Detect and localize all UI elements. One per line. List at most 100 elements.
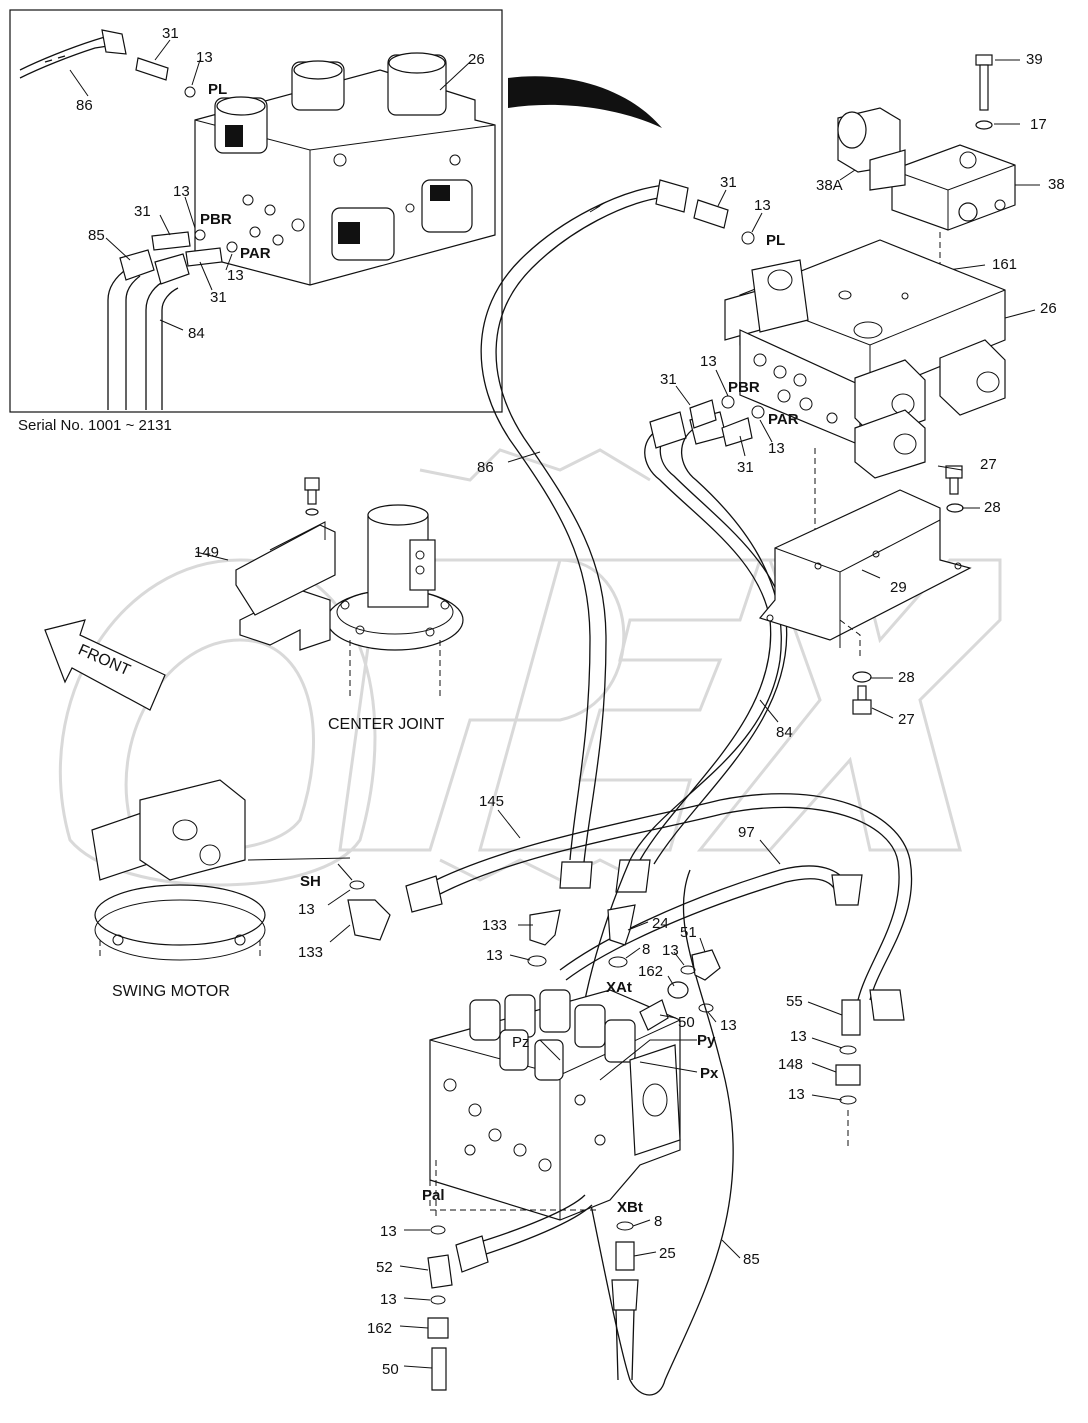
hose-85-bottom-end [611, 1279, 639, 1381]
callout-13-133: 13 [486, 947, 503, 964]
callout-25: 25 [659, 1245, 676, 1262]
callout-85: 85 [743, 1251, 760, 1268]
hose-97 [559, 865, 863, 981]
bracket-29 [758, 489, 972, 660]
inset-port-pbr: PBR [200, 211, 232, 228]
oring-13-py [698, 1003, 714, 1013]
callout-27-bottom: 27 [898, 711, 915, 728]
inset-callout-31b: 31 [134, 203, 151, 220]
fitting-50-bottom [431, 1347, 447, 1391]
callout-8-xbt: 8 [654, 1213, 662, 1230]
elbow-24 [607, 904, 636, 946]
oring-13-52 [430, 1295, 446, 1305]
callout-38: 38 [1048, 176, 1065, 193]
bolt-27-bottom [852, 685, 872, 715]
hose-86 [480, 179, 689, 889]
callout-26: 26 [1040, 300, 1057, 317]
oring-13-pl [741, 231, 755, 245]
callout-51: 51 [680, 924, 697, 941]
inset-frame [9, 9, 503, 413]
center-joint-label: CENTER JOINT [328, 716, 445, 733]
inset-leaders [69, 39, 471, 331]
main-control-valve [429, 989, 681, 1221]
port-pal: Pal [422, 1187, 445, 1204]
callout-13-52: 13 [380, 1291, 397, 1308]
callout-13-py: 13 [720, 1017, 737, 1034]
plate-149 [195, 477, 336, 616]
plug-148 [835, 1064, 861, 1086]
bolt-27-top [945, 465, 963, 495]
callout-24: 24 [652, 915, 669, 932]
oring-13-133 [527, 955, 547, 967]
callout-133-sh: 133 [298, 944, 323, 961]
callout-13-par: 13 [768, 440, 785, 457]
center-joint [239, 504, 464, 700]
bolt-39 [975, 54, 1020, 111]
inset-callout-13c: 13 [227, 267, 244, 284]
inset-serial-note: Serial No. 1001 ~ 2131 [18, 417, 172, 434]
fitting-50-top [639, 999, 669, 1031]
oring-13-148 [839, 1095, 857, 1105]
inset-callout-86: 86 [76, 97, 93, 114]
washer-17 [975, 120, 993, 130]
hose-145 [405, 793, 913, 1021]
callout-13-55: 13 [790, 1028, 807, 1045]
nut-162-top [667, 981, 689, 999]
callout-50-top: 50 [678, 1014, 695, 1031]
callout-28-top: 28 [984, 499, 1001, 516]
fitting-31-par [721, 417, 753, 447]
oring-13-pbr [721, 395, 735, 409]
port-xbt: XBt [617, 1199, 643, 1216]
washer-28-bottom [852, 671, 872, 683]
inset-callout-13a: 13 [196, 49, 213, 66]
fitting-25 [615, 1241, 635, 1271]
fitting-52 [427, 1254, 453, 1289]
nut-162-bottom [427, 1317, 449, 1339]
inset-callout-85: 85 [88, 227, 105, 244]
oring-13-par [751, 405, 765, 419]
callout-13-sh: 13 [298, 901, 315, 918]
callout-162-top: 162 [638, 963, 663, 980]
callout-31-pbr: 31 [660, 371, 677, 388]
port-py: Py [697, 1032, 716, 1049]
callout-27-top: 27 [980, 456, 997, 473]
port-sh: SH [300, 873, 321, 890]
hose-84 [615, 411, 788, 893]
oring-13-51 [680, 965, 696, 975]
callout-161: 161 [992, 256, 1017, 273]
inset-oring-13a [184, 86, 196, 98]
oring-8-xat [608, 956, 628, 968]
inset-callout-26: 26 [468, 51, 485, 68]
callout-133-top: 133 [482, 917, 507, 934]
elbow-133-top [529, 909, 561, 946]
port-pz: Pz [512, 1034, 530, 1051]
inset-fitting-31a [135, 57, 169, 81]
solenoid-valve-38 [837, 107, 1040, 231]
callout-149: 149 [194, 544, 219, 561]
callout-39: 39 [1026, 51, 1043, 68]
callout-29: 29 [890, 579, 907, 596]
callout-50-bottom: 50 [382, 1361, 399, 1378]
inset-port-par: PAR [240, 245, 271, 262]
callout-38a: 38A [816, 177, 843, 194]
port-xat: XAt [606, 979, 632, 996]
callout-13-pl: 13 [754, 197, 771, 214]
callout-13-148: 13 [788, 1086, 805, 1103]
callout-17: 17 [1030, 116, 1047, 133]
port-par: PAR [768, 411, 799, 428]
fitting-51 [691, 949, 721, 981]
oring-8-xbt [616, 1221, 634, 1231]
fitting-31-pl [693, 199, 729, 229]
oring-13-sh [349, 880, 365, 890]
inset-callout-31a: 31 [162, 25, 179, 42]
callout-97: 97 [738, 824, 755, 841]
callout-13-pbr: 13 [700, 353, 717, 370]
inset-oring-13c [226, 241, 238, 253]
swing-motor-label: SWING MOTOR [112, 983, 230, 1000]
callout-86: 86 [477, 459, 494, 476]
port-px: Px [700, 1065, 719, 1082]
inset-fitting-31c [185, 247, 223, 267]
callout-28-bottom: 28 [898, 669, 915, 686]
inset-callout-31c: 31 [210, 289, 227, 306]
